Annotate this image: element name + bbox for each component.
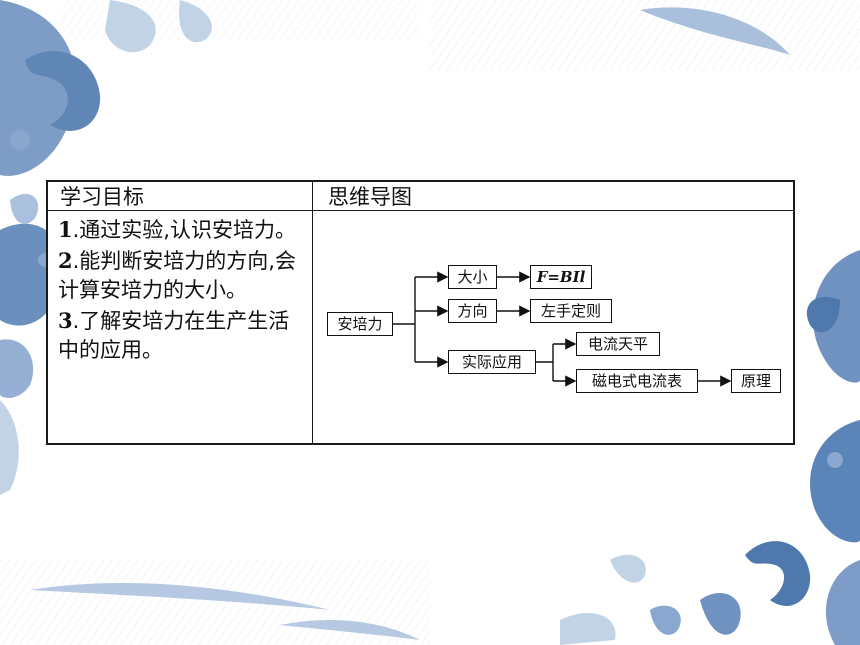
floral-ornament-right [650, 250, 860, 645]
header-learning-goals: 学习目标 [60, 185, 144, 209]
header-mind-map: 思维导图 [328, 185, 412, 209]
header-divider [48, 210, 793, 211]
mind-map-connectors [393, 271, 732, 387]
node-current-balance: 电流天平 [576, 332, 660, 356]
node-principle: 原理 [731, 369, 781, 393]
node-moving-coil-meter: 磁电式电流表 [576, 369, 698, 393]
goal-item-1: 1.通过实验,认识安培力。 [58, 215, 306, 246]
node-left-hand-rule: 左手定则 [530, 299, 612, 323]
node-applications: 实际应用 [448, 350, 536, 374]
goal-text: .能判断安培力的方向,会计算安培力的大小。 [58, 248, 296, 303]
goal-item-3: 3.了解安培力在生产生活中的应用。 [58, 306, 306, 366]
goal-number: 2 [58, 247, 73, 273]
goal-number: 1 [58, 217, 73, 242]
node-magnitude: 大小 [448, 265, 497, 289]
column-divider [312, 182, 313, 443]
learning-goals-list: 1.通过实验,认识安培力。 2.能判断安培力的方向,会计算安培力的大小。 3.了… [58, 215, 306, 366]
goal-number: 3 [58, 307, 73, 333]
goal-text: .了解安培力在生产生活中的应用。 [58, 308, 290, 363]
mind-map-diagram: 安培力 大小 F=BIl 方向 左手定则 实际应用 电流天平 磁电式电流表 原理 [327, 262, 786, 398]
content-table: 学习目标 思维导图 1.通过实验,认识安培力。 2.能判断安培力的方向,会计算安… [46, 180, 795, 445]
node-ampere-force: 安培力 [327, 312, 393, 336]
node-direction: 方向 [448, 299, 497, 323]
node-formula: F=BIl [530, 265, 592, 289]
goal-text: .通过实验,认识安培力。 [72, 218, 296, 242]
goal-item-2: 2.能判断安培力的方向,会计算安培力的大小。 [58, 246, 306, 306]
